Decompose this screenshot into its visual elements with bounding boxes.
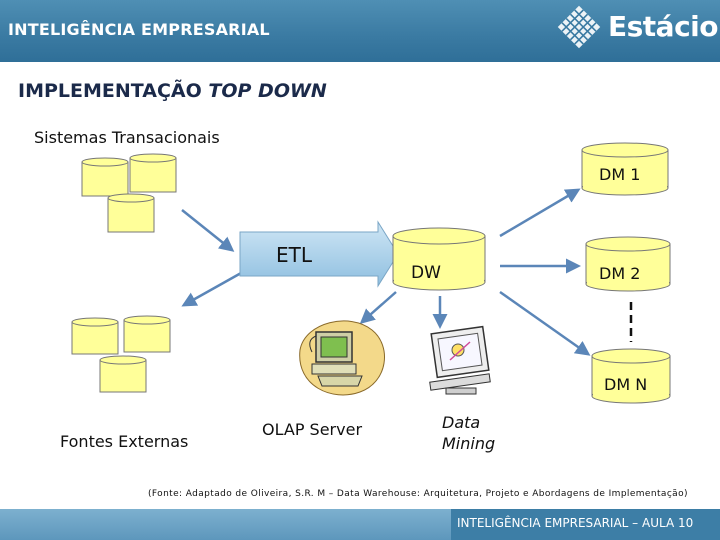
dw-label: DW	[411, 263, 441, 283]
slide-title-italic: TOP DOWN	[208, 80, 327, 102]
etl-label: ETL	[276, 243, 313, 267]
fontes-cylinder-3	[99, 355, 147, 393]
dm2-cylinder	[585, 236, 671, 292]
arrow-dw-to-olap	[359, 291, 397, 324]
slide-title: IMPLEMENTAÇÃO TOP DOWN	[18, 80, 327, 102]
etl-block-arrow	[239, 220, 399, 288]
dm1-label: DM 1	[599, 165, 640, 184]
fontes-cylinder-1	[71, 317, 119, 355]
header-title: INTELIGÊNCIA EMPRESARIAL	[8, 20, 270, 39]
dmn-label: DM N	[604, 375, 647, 394]
dw-cylinder	[392, 227, 486, 291]
data-mining-label: Data Mining	[442, 413, 496, 453]
source-note: (Fonte: Adaptado de Oliveira, S.R. M – D…	[148, 489, 688, 499]
footer-text: INTELIGÊNCIA EMPRESARIAL – AULA 10	[457, 516, 694, 530]
sistemas-cylinder-1	[81, 157, 129, 197]
estacio-logo-text: Estácio	[608, 10, 719, 43]
dmn-cylinder	[591, 348, 671, 404]
olap-computer-icon	[299, 320, 385, 396]
footer-title-bar	[451, 509, 720, 540]
dm1-cylinder	[581, 142, 669, 196]
fontes-externas-label: Fontes Externas	[60, 432, 189, 451]
arrow-sistemas-to-etl	[181, 209, 235, 252]
sistemas-transacionais-label: Sistemas Transacionais	[34, 128, 220, 147]
estacio-logo-icon	[557, 5, 601, 49]
header-bar	[0, 0, 720, 62]
datamining-computer-icon	[429, 325, 491, 395]
dm2-label: DM 2	[599, 264, 640, 283]
sistemas-cylinder-2	[129, 153, 177, 193]
fontes-cylinder-2	[123, 315, 171, 353]
olap-server-label: OLAP Server	[262, 420, 363, 439]
footer-separator	[0, 506, 720, 509]
arrow-etl-to-fontes	[181, 266, 251, 307]
sistemas-cylinder-3	[107, 193, 155, 233]
slide-title-plain: IMPLEMENTAÇÃO	[18, 80, 209, 102]
arrow-dw-to-dm1	[499, 188, 581, 238]
arrow-dw-to-dmn	[499, 290, 591, 356]
